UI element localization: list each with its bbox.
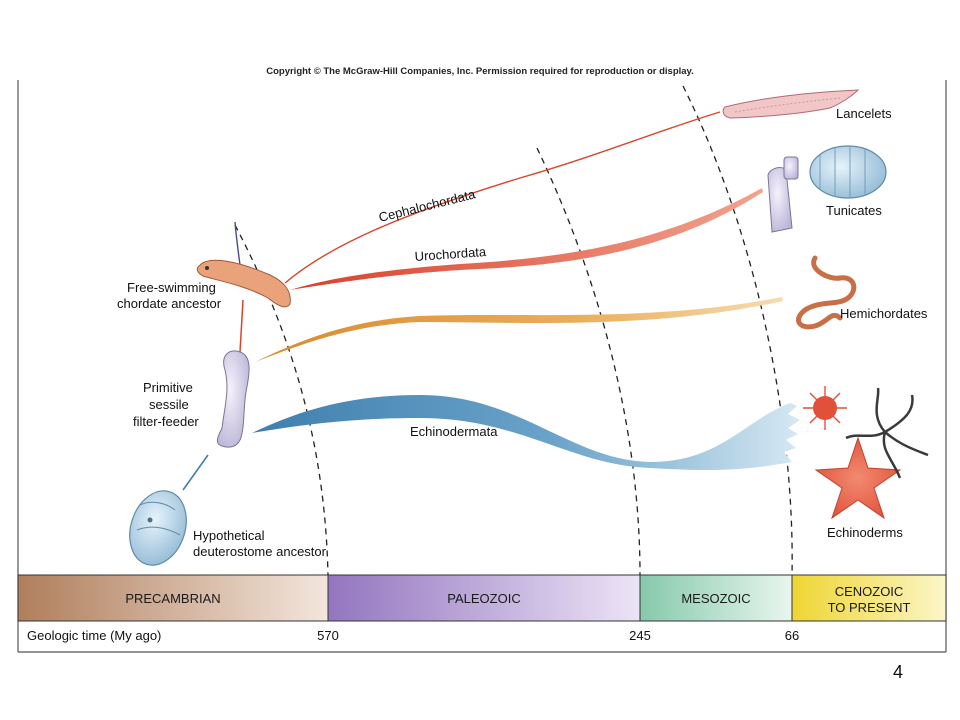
boundary-paleozoic-mesozoic <box>536 147 641 576</box>
hypothetical-label-line1: Hypothetical <box>193 528 265 543</box>
boundary-mesozoic-cenozoic <box>682 85 793 576</box>
era-boundaries <box>234 85 793 576</box>
tunicate-illustration <box>767 145 887 233</box>
era-mesozoic <box>639 574 793 622</box>
era-precambrian-label: PRECAMBRIAN <box>125 591 220 606</box>
lancelets-label: Lancelets <box>836 106 892 121</box>
era-cenozoic-label-line2: TO PRESENT <box>828 600 911 615</box>
hypothetical-ancestor-illustration <box>129 490 187 566</box>
connector-sessile-to-chordate <box>239 299 244 353</box>
cephalochordata-label: Cephalochordata <box>377 186 477 225</box>
hypothetical-label-line2: deuterostome ancestor <box>193 544 327 559</box>
chordate-antenna <box>234 221 241 266</box>
sessile-filter-feeder-illustration <box>216 350 250 448</box>
free-swimming-label-line1: Free-swimming <box>127 280 216 295</box>
free-swimming-chordate-illustration <box>196 259 291 308</box>
timeline-tick-570: 570 <box>317 628 339 643</box>
urochordata-branch <box>290 188 763 290</box>
sessile-label-line2: sessile <box>149 397 189 412</box>
echinoderm-illustration <box>803 386 929 520</box>
cephalochordata-branch <box>284 111 721 284</box>
echinodermata-branch <box>252 395 800 470</box>
boundary-precambrian-paleozoic <box>234 224 329 576</box>
era-cenozoic <box>791 574 947 622</box>
urochordata-label: Urochordata <box>414 244 487 264</box>
hemichordata-branch <box>255 297 783 362</box>
timeline-tick-245: 245 <box>629 628 651 643</box>
free-swimming-label-line2: chordate ancestor <box>117 296 222 311</box>
tunicates-label: Tunicates <box>826 203 882 218</box>
sessile-label-line1: Primitive <box>143 380 193 395</box>
hemichordates-label: Hemichordates <box>840 306 928 321</box>
echinoderms-label: Echinoderms <box>827 525 903 540</box>
era-paleozoic-label: PALEOZOIC <box>447 591 520 606</box>
timeline-tick-66: 66 <box>785 628 799 643</box>
lancelet-illustration <box>722 89 860 119</box>
sessile-label-line3: filter-feeder <box>133 414 199 429</box>
copyright-notice: Copyright © The McGraw-Hill Companies, I… <box>266 66 694 77</box>
timeline-label: Geologic time (My ago) <box>27 628 161 643</box>
era-bar: PRECAMBRIAN PALEOZOIC MESOZOIC CENOZOIC … <box>17 574 947 622</box>
page-number: 4 <box>893 662 903 682</box>
era-paleozoic <box>327 574 641 622</box>
era-cenozoic-label-line1: CENOZOIC <box>835 584 904 599</box>
hemichordate-illustration <box>796 255 857 330</box>
era-mesozoic-label: MESOZOIC <box>681 591 750 606</box>
echinodermata-label: Echinodermata <box>410 424 498 439</box>
echinoderm-stem <box>182 454 209 491</box>
